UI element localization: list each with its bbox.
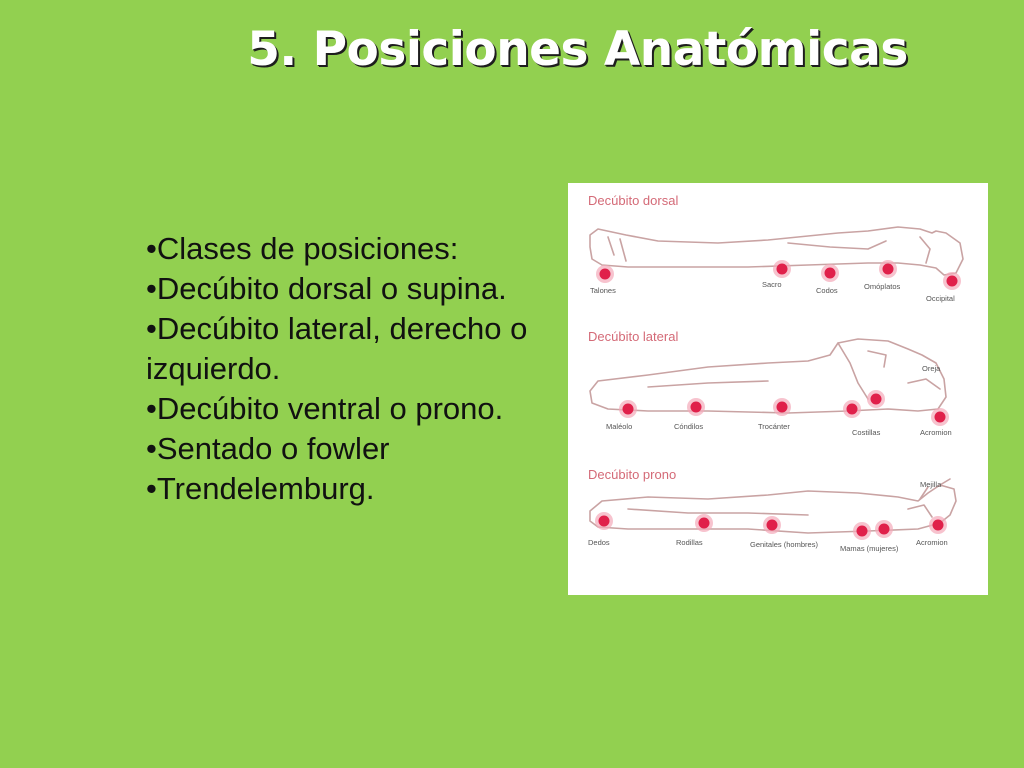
label-talones: Talones bbox=[590, 286, 616, 295]
label-costillas: Costillas bbox=[852, 428, 881, 437]
pressure-points-illustration: Decúbito dorsal Talones Sacro Codos Omóp… bbox=[588, 193, 964, 553]
label-trocanter: Trocánter bbox=[758, 422, 790, 431]
label-omoplatos: Omóplatos bbox=[864, 282, 901, 291]
label-condilos: Cóndilos bbox=[674, 422, 703, 431]
positions-bullet-list: •Clases de posiciones: •Decúbito dorsal … bbox=[146, 229, 586, 509]
pressure-points-figure: Decúbito dorsal Talones Sacro Codos Omóp… bbox=[568, 183, 988, 595]
label-mamas: Mamas (mujeres) bbox=[840, 544, 899, 553]
lateral-pressure-points bbox=[619, 390, 949, 426]
supine-pressure-points bbox=[596, 260, 961, 290]
bullet-item: •Decúbito ventral o prono. bbox=[146, 391, 504, 426]
label-sacro: Sacro bbox=[762, 280, 782, 289]
label-acromion-prono: Acromion bbox=[916, 538, 948, 547]
prone-pressure-points bbox=[595, 512, 947, 540]
bullet-item: •Decúbito dorsal o supina. bbox=[146, 271, 507, 306]
prone-body-outline bbox=[589, 478, 957, 534]
lateral-body-outline bbox=[589, 338, 947, 414]
label-genitales: Genitales (hombres) bbox=[750, 540, 818, 549]
label-dedos: Dedos bbox=[588, 538, 610, 547]
bullet-item: •Trendelemburg. bbox=[146, 471, 375, 506]
bullet-item: •Decúbito lateral, derecho o izquierdo. bbox=[146, 311, 528, 386]
label-rodillas: Rodillas bbox=[676, 538, 703, 547]
slide-title: 5. Posiciones Anatómicas bbox=[247, 22, 908, 77]
label-codos: Codos bbox=[816, 286, 838, 295]
bullet-item: •Clases de posiciones: bbox=[146, 231, 459, 266]
label-acromion-lateral: Acromion bbox=[920, 428, 952, 437]
panel-heading-prono: Decúbito prono bbox=[588, 467, 676, 482]
supine-body-outline bbox=[589, 226, 964, 276]
label-maleolo: Maléolo bbox=[606, 422, 632, 431]
label-mejilla: Mejilla bbox=[920, 480, 942, 489]
bullet-item: •Sentado o fowler bbox=[146, 431, 390, 466]
label-occipital: Occipital bbox=[926, 294, 955, 303]
label-oreja: Oreja bbox=[922, 364, 941, 373]
panel-heading-lateral: Decúbito lateral bbox=[588, 329, 678, 344]
panel-heading-dorsal: Decúbito dorsal bbox=[588, 193, 678, 208]
